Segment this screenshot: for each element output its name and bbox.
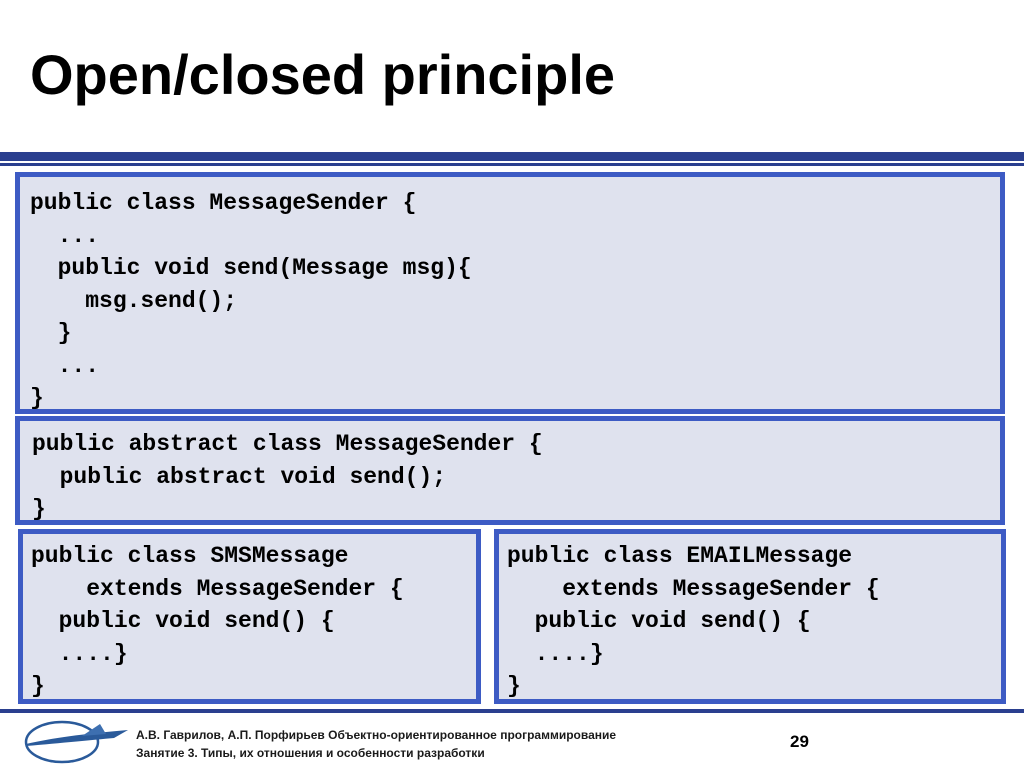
code-email-message: public class EMAILMessage extends Messag… xyxy=(507,543,880,699)
footer-line-1: А.В. Гаврилов, А.П. Порфирьев Объектно-о… xyxy=(136,728,617,742)
code-sms-message: public class SMSMessage extends MessageS… xyxy=(31,543,404,699)
code-message-sender: public class MessageSender { ... public … xyxy=(30,190,472,411)
title-divider-thick xyxy=(0,152,1024,161)
footer-credits: А.В. Гаврилов, А.П. Порфирьев Объектно-о… xyxy=(136,726,616,762)
slide-title: Open/closed principle xyxy=(30,43,616,106)
code-box-email-message: public class EMAILMessage extends Messag… xyxy=(494,529,1006,704)
code-box-abstract-sender: public abstract class MessageSender { pu… xyxy=(15,416,1005,525)
page-number: 29 xyxy=(790,732,809,751)
footer-divider xyxy=(0,709,1024,713)
university-logo-icon xyxy=(24,720,128,764)
title-divider-thin xyxy=(0,163,1024,166)
code-box-sms-message: public class SMSMessage extends MessageS… xyxy=(18,529,481,704)
footer-line-2: Занятие 3. Типы, их отношения и особенно… xyxy=(136,746,485,760)
code-box-message-sender: public class MessageSender { ... public … xyxy=(15,172,1005,414)
code-abstract-sender: public abstract class MessageSender { pu… xyxy=(32,431,543,522)
